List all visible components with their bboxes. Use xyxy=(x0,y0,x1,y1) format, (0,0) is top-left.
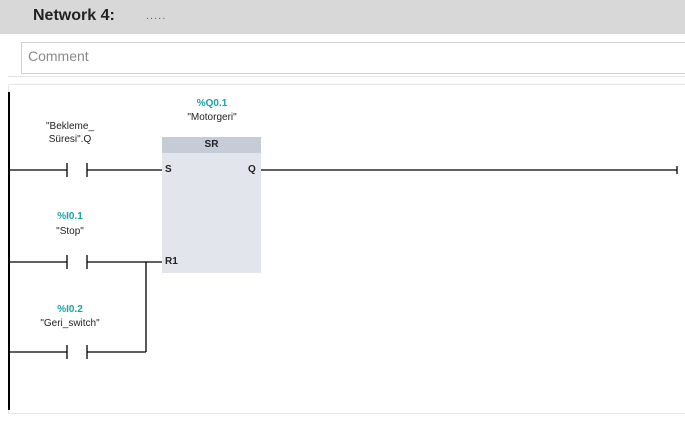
sr-block-tag: "Motorgeri" xyxy=(187,112,237,123)
contact-stop[interactable] xyxy=(9,255,162,269)
sr-pin-s: S xyxy=(165,164,172,175)
network-comment-field[interactable]: Comment xyxy=(21,42,685,74)
contact-geri-switch[interactable] xyxy=(9,262,147,359)
contact-2-address: %I0.1 xyxy=(57,211,83,222)
sr-pin-r1: R1 xyxy=(165,256,178,267)
separator xyxy=(8,76,685,77)
network-title: Network 4: xyxy=(33,7,115,24)
comment-placeholder: Comment xyxy=(28,48,89,64)
sr-pin-q: Q xyxy=(248,164,256,175)
sr-block-type: SR xyxy=(162,137,261,153)
sr-block-address: %Q0.1 xyxy=(196,98,228,109)
contact-2-tag: "Stop" xyxy=(56,226,84,237)
contact-1-tag-line2: Süresi".Q xyxy=(48,134,92,145)
network-title-dots[interactable]: ..... xyxy=(146,10,167,22)
contact-3-tag: "Geri_switch" xyxy=(40,318,100,329)
sr-flipflop-block[interactable]: SR xyxy=(162,137,261,273)
contact-1-tag-line1: "Bekleme_ xyxy=(45,121,95,132)
contact-bekleme-suresi[interactable] xyxy=(9,163,162,177)
contact-3-address: %I0.2 xyxy=(57,304,83,315)
network-header[interactable]: Network 4: ..... xyxy=(0,0,685,34)
